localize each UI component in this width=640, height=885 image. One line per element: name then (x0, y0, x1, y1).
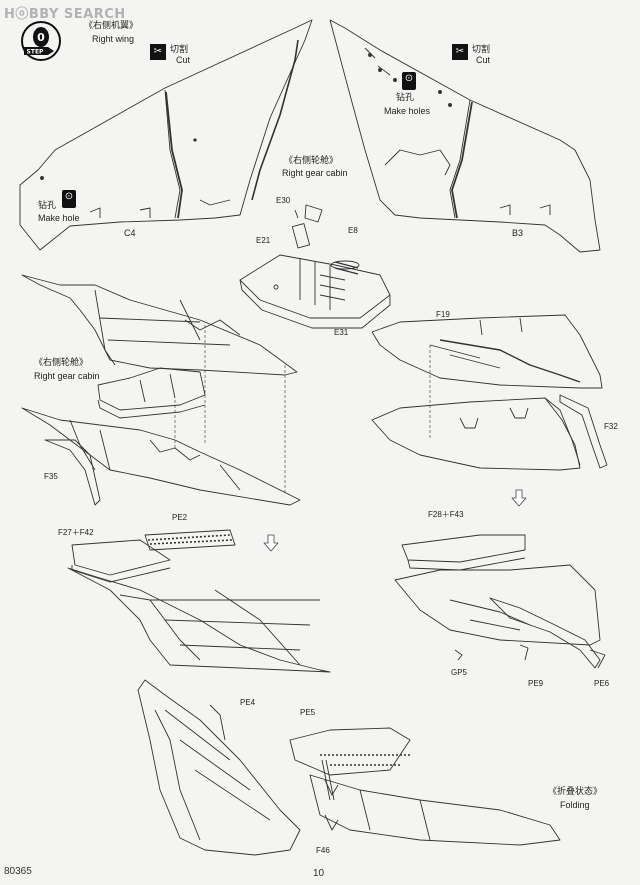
part-label-gp5: GP5 (451, 668, 468, 677)
gear-cabin-assembly (239, 204, 391, 329)
watermark: HⓞBBY SEARCH (4, 7, 126, 22)
gear-cabin-label-en-mid: Right gear cabin (34, 371, 100, 381)
part-label-f35: F35 (44, 472, 58, 481)
cut-label-cn-right: 切割 (472, 44, 491, 54)
drill-icon-right: ⊙ (402, 72, 416, 90)
gear-cabin-label-cn-mid: 《右侧轮舱》 (34, 357, 89, 367)
part-label-e30: E30 (276, 196, 291, 205)
part-label-pe5: PE5 (300, 708, 316, 717)
part-wing-f27-f42 (67, 529, 331, 673)
gear-cabin-label-cn-top: 《右侧轮舱》 (284, 155, 339, 165)
part-label-e21: E21 (256, 236, 271, 245)
step-arrows (263, 489, 527, 552)
step-label: STEP (27, 49, 45, 56)
part-label-pe4: PE4 (240, 698, 256, 707)
cut-icon-right: ✂ (452, 44, 468, 60)
part-label-f28-f43: F28＋F43 (428, 510, 464, 519)
part-label-f27-f42: F27＋F42 (58, 528, 94, 537)
part-c4-wing (19, 19, 313, 251)
part-folded-wing (137, 679, 561, 856)
gear-cabin-label-en-top: Right gear cabin (282, 168, 348, 178)
step-number: 0 (37, 31, 45, 44)
part-wing-f19 (371, 314, 603, 389)
part-label-f32: F32 (604, 422, 618, 431)
folding-label-cn: 《折叠状态》 (548, 786, 603, 796)
part-label-pe9: PE9 (528, 679, 544, 688)
part-label-e31: E31 (334, 328, 349, 337)
part-label-f19: F19 (436, 310, 450, 319)
cut-label-en-left: Cut (176, 55, 191, 65)
part-wing-lower-left-2 (21, 407, 301, 506)
part-wing-f28-f43 (394, 534, 606, 669)
part-label-e8: E8 (348, 226, 358, 235)
part-label-f46: F46 (316, 846, 330, 855)
part-label-b3: B3 (512, 228, 524, 238)
drill-icon-left: ⊙ (62, 190, 76, 208)
part-wing-lower-left-1 (21, 274, 298, 376)
cut-icon-left: ✂ (150, 44, 166, 60)
part-label-pe6: PE6 (594, 679, 610, 688)
cut-label-cn-left: 切割 (170, 44, 189, 54)
make-hole-label: Make hole (38, 213, 80, 223)
part-wing-f32 (371, 394, 608, 471)
part-label-pe2: PE2 (172, 513, 188, 522)
part-gear-cabin-mid (97, 367, 206, 419)
drill-label-cn-left: 钻孔 (38, 200, 57, 210)
right-wing-label-cn: 《右侧机翼》 (84, 20, 139, 30)
right-wing-label-en: Right wing (92, 34, 135, 44)
cut-label-en-right: Cut (476, 55, 491, 65)
step-badge: STEP 0 (21, 21, 61, 61)
alignment-lines (174, 325, 431, 495)
part-label-c4: C4 (124, 228, 136, 238)
folding-label-en: Folding (560, 800, 590, 810)
page-number: 10 (313, 868, 325, 879)
drill-label-cn-right: 钻孔 (396, 92, 415, 102)
make-holes-label: Make holes (384, 106, 431, 116)
part-b3-wing (329, 19, 601, 253)
product-code: 80365 (4, 866, 32, 877)
